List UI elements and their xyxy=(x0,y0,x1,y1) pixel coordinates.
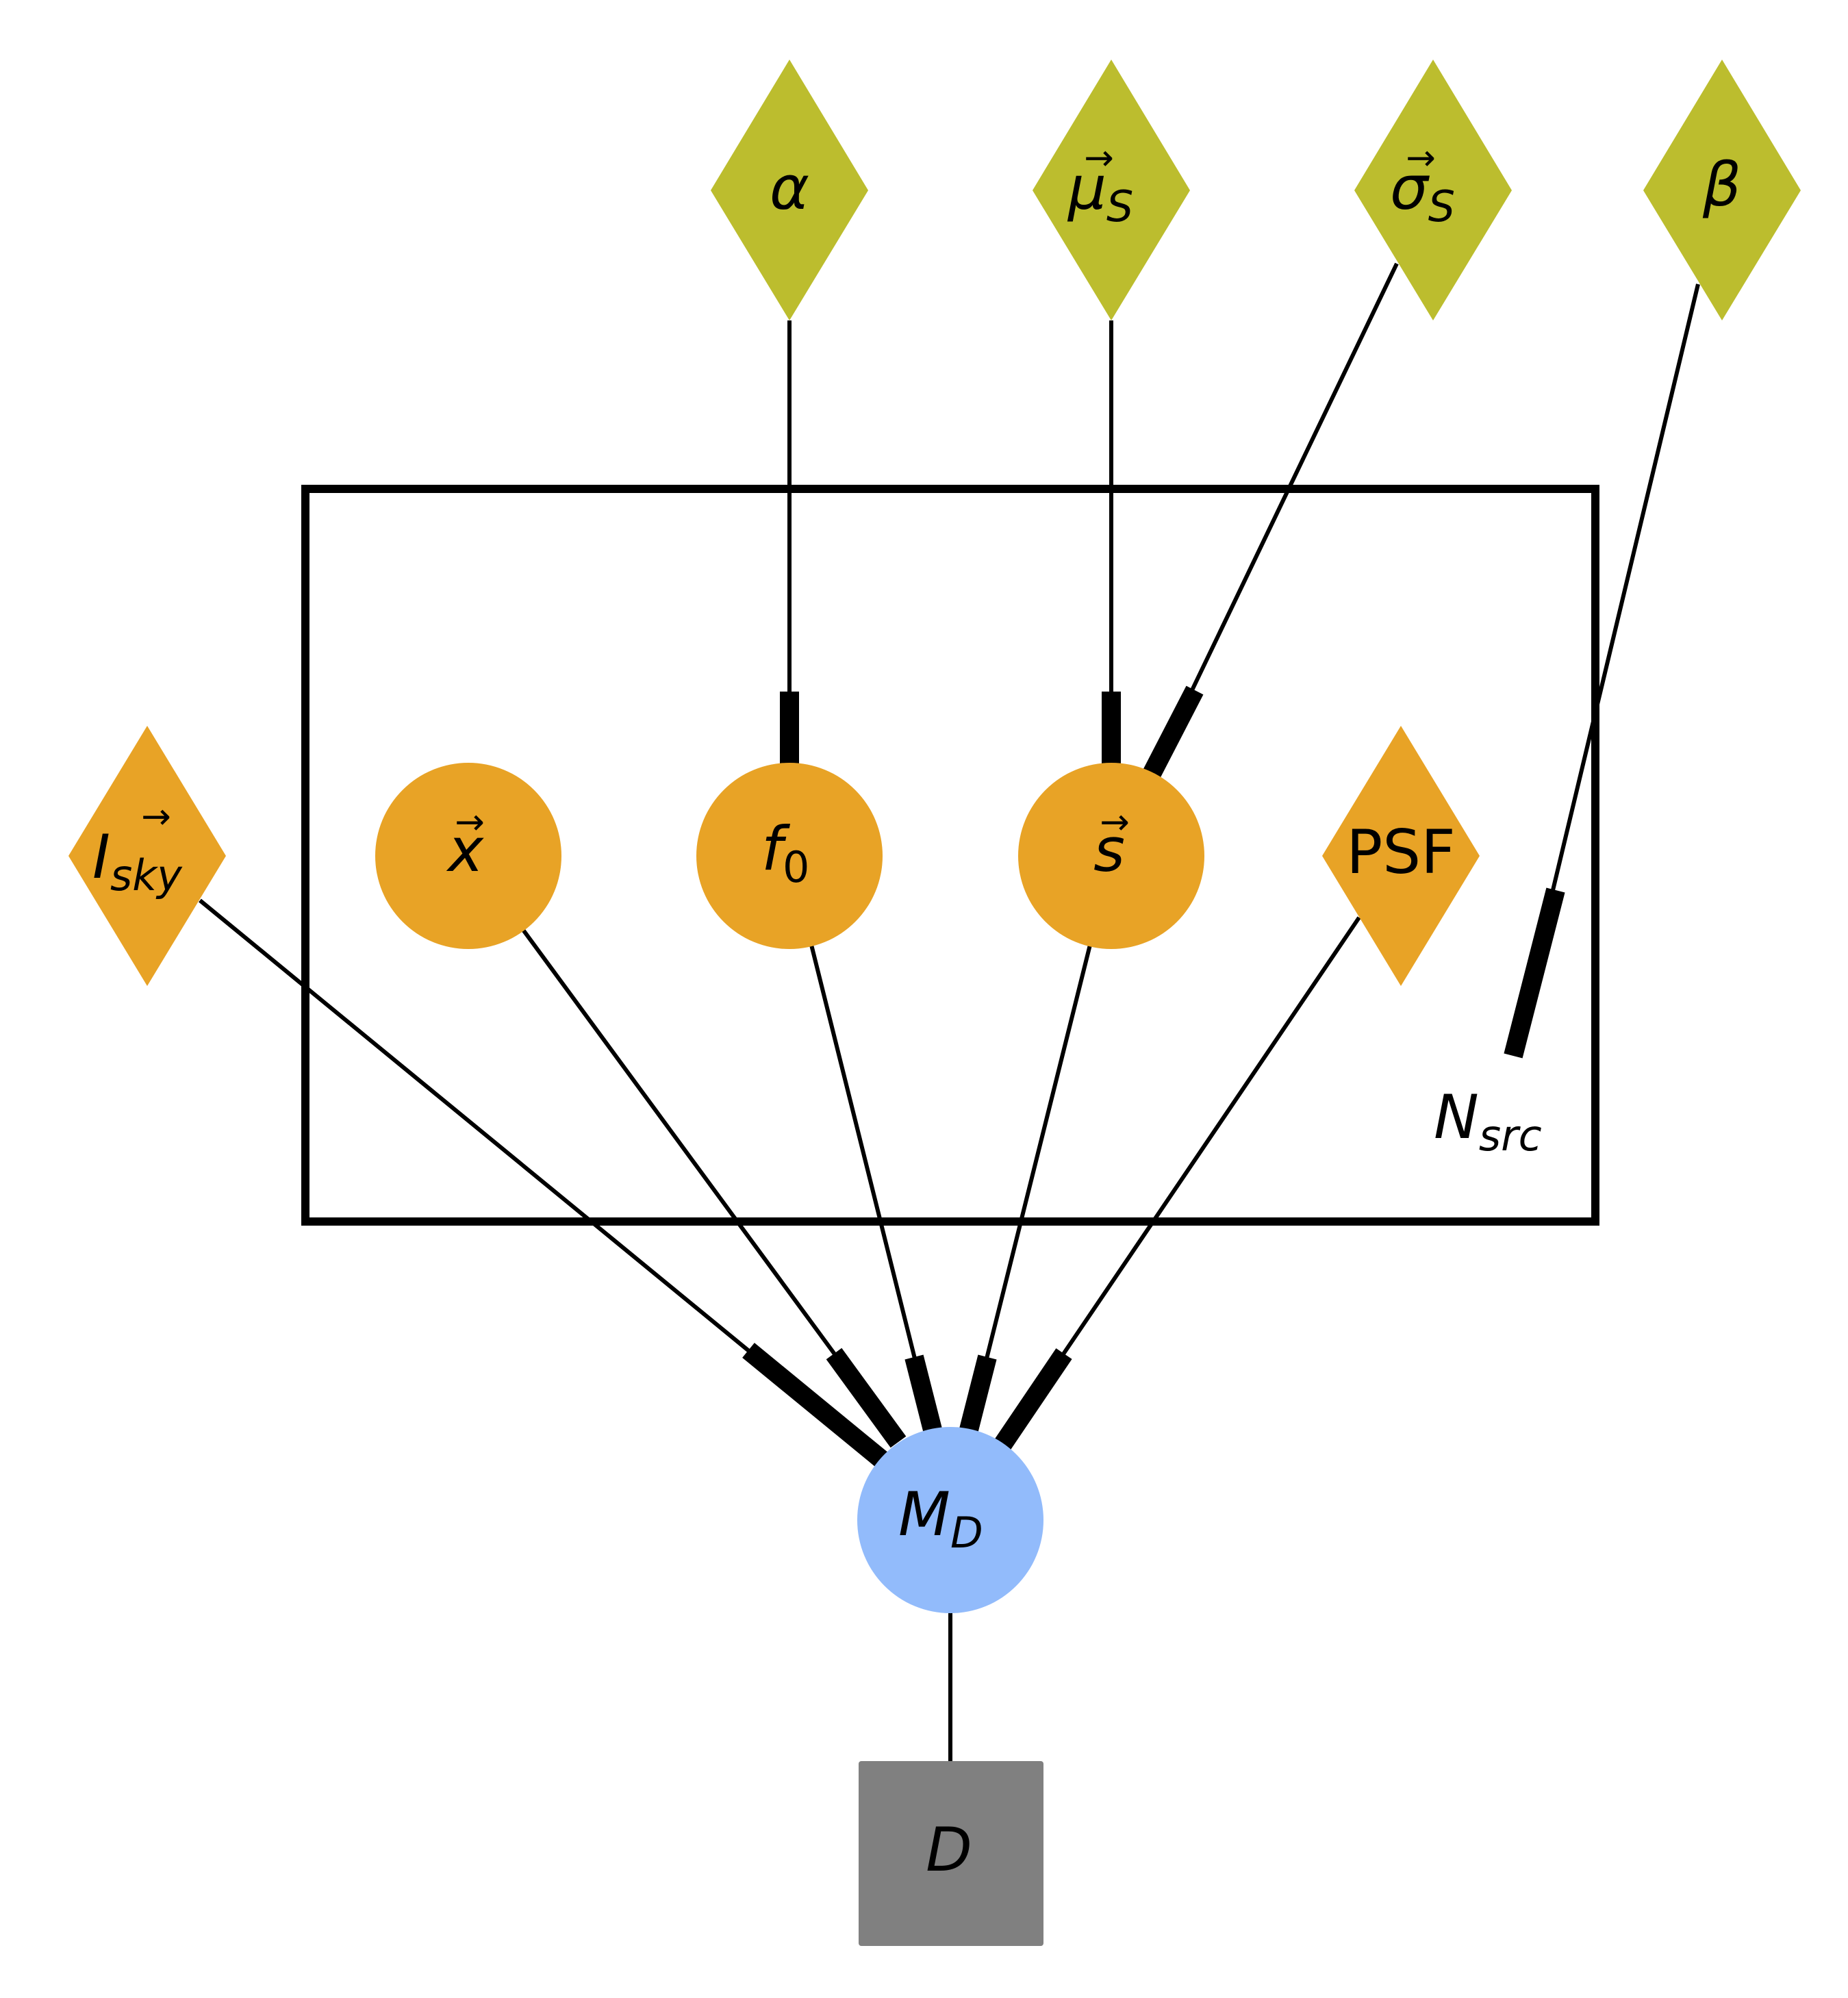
edge-psf-md-head xyxy=(993,1348,1072,1452)
edge-isky-md xyxy=(199,898,751,1354)
node-mu-s: → μS xyxy=(1033,60,1190,320)
edge-beta-plate-head xyxy=(1504,887,1565,1059)
edge-psf-md xyxy=(1061,916,1361,1356)
edge-f0-md-head xyxy=(904,1354,943,1435)
node-i-sky-label: Isky xyxy=(92,822,183,900)
node-m-d-label: MD xyxy=(898,1479,983,1558)
edge-x-md xyxy=(521,928,837,1356)
node-s-label: s xyxy=(1093,815,1125,885)
node-sigma-s-label: σS xyxy=(1390,153,1455,231)
plate-rectangle xyxy=(301,485,1599,1226)
node-beta: β xyxy=(1643,60,1801,320)
node-x-label: x xyxy=(446,815,484,885)
edge-sigma-s-s xyxy=(1189,262,1399,693)
node-i-sky: → Isky xyxy=(68,726,226,986)
edge-x-md-head xyxy=(826,1348,907,1448)
node-f0-label: f0 xyxy=(761,813,809,892)
node-alpha-label: α xyxy=(770,153,809,223)
plate-label: Nsrc xyxy=(1434,1082,1542,1161)
node-i-sky-vector-arrow: → xyxy=(141,796,171,837)
edge-f0-md xyxy=(809,944,917,1359)
node-mu-s-vector-arrow: → xyxy=(1084,138,1114,179)
node-psf-label: PSF xyxy=(1346,817,1456,887)
node-beta-label: β xyxy=(1702,149,1741,220)
edge-s-md xyxy=(985,944,1092,1359)
node-d-label: D xyxy=(926,1814,972,1885)
node-d: D xyxy=(859,1761,1043,1946)
node-x-vector-arrow: → xyxy=(455,802,485,843)
node-f0: f0 xyxy=(696,763,883,949)
node-m-d: MD xyxy=(857,1427,1043,1613)
node-s-vector-arrow: → xyxy=(1100,802,1130,843)
node-sigma-s: → σS xyxy=(1354,60,1512,320)
node-sigma-s-vector-arrow: → xyxy=(1406,138,1436,179)
node-psf: PSF xyxy=(1322,726,1480,986)
node-mu-s-label: μS xyxy=(1067,153,1133,231)
edges-layer xyxy=(199,262,1700,1761)
edge-isky-md-head xyxy=(742,1343,888,1467)
node-alpha: α xyxy=(711,60,868,320)
edge-beta-plate xyxy=(1551,283,1700,891)
node-s: → s xyxy=(1018,763,1204,949)
edge-s-md-head xyxy=(959,1354,997,1435)
node-x: → x xyxy=(375,763,561,949)
edge-sigma-s-s-head xyxy=(1143,685,1204,779)
